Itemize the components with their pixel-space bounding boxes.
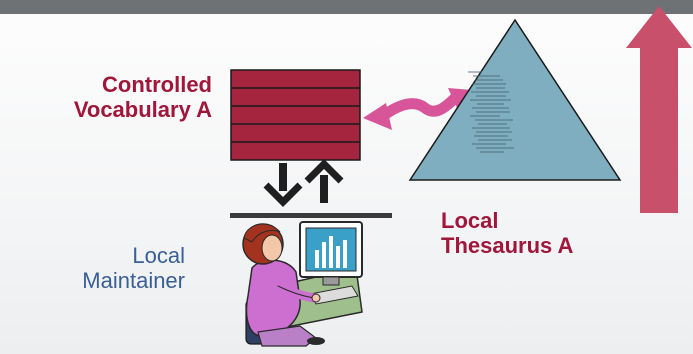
local-thesaurus-line-1: Local: [441, 208, 499, 233]
local-maintainer-line-2: Maintainer: [82, 268, 185, 294]
person-at-computer-icon: [242, 221, 363, 347]
local-maintainer-line-1: Local: [132, 243, 185, 268]
pyramid-icon: [408, 18, 622, 181]
stacked-records-icon: [230, 69, 361, 161]
top-bar: [0, 0, 693, 14]
controlled-vocabulary-label: Controlled Vocabulary A: [74, 72, 212, 123]
arrow-down-icon: [263, 163, 303, 207]
up-arrow-icon: [626, 6, 692, 213]
local-maintainer-label: Local Maintainer: [82, 243, 185, 294]
controlled-vocabulary-line-2: Vocabulary A: [73, 97, 212, 123]
local-thesaurus-label: Local Thesaurus A: [441, 208, 573, 259]
controlled-vocabulary-line-1: Controlled: [102, 72, 212, 97]
arrow-up-icon: [304, 159, 344, 203]
local-thesaurus-line-2: Thesaurus A: [441, 233, 574, 259]
desk-bar: [230, 213, 392, 218]
